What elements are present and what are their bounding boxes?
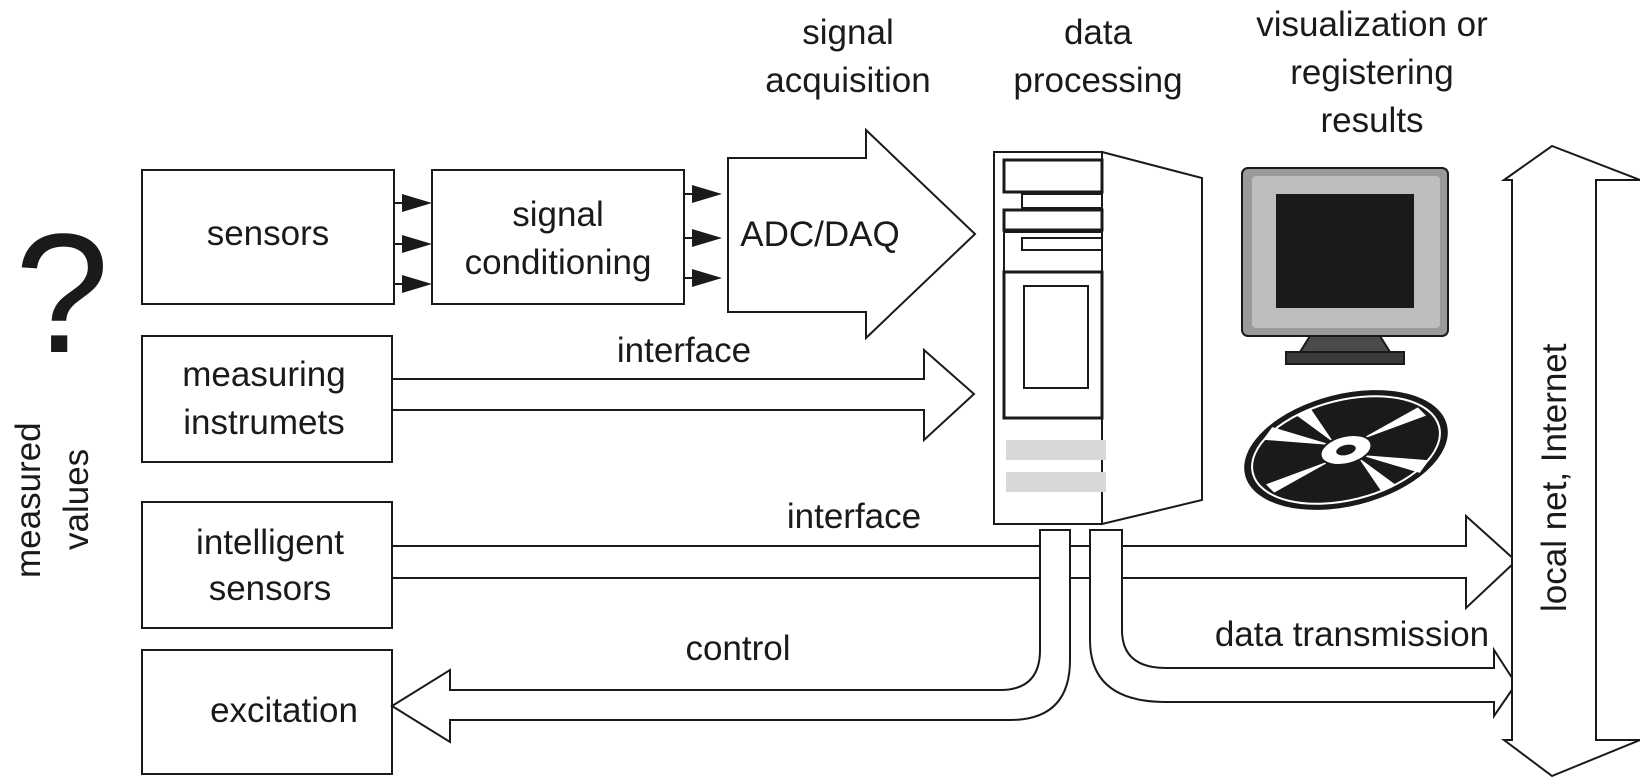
- measuring-instruments-line1: measuring: [182, 355, 345, 394]
- side-label-line1: measured: [9, 422, 48, 578]
- control-label: control: [685, 629, 790, 668]
- side-label-line2: values: [57, 449, 96, 550]
- network-double-arrow: [1500, 144, 1640, 778]
- measuring-instruments-line2: instrumets: [183, 403, 344, 442]
- header-data-processing: data processing: [1013, 13, 1182, 100]
- control-arrow: [390, 529, 1071, 744]
- signal-conditioning-line2: conditioning: [465, 243, 652, 282]
- sensor-to-conditioning-arrows: [394, 194, 432, 293]
- header-signal-line1: signal: [802, 13, 893, 52]
- network-label-group: local net, Internet: [1535, 343, 1574, 612]
- intelligent-sensors-line2: sensors: [209, 569, 332, 608]
- question-mark: ?: [15, 199, 110, 389]
- side-label-measured-values: measured: [9, 422, 48, 578]
- data-transmission-label: data transmission: [1215, 615, 1489, 654]
- interface-arrow-1: [391, 347, 976, 443]
- signal-conditioning-line1: signal: [512, 195, 603, 234]
- sensors-box: [141, 169, 395, 305]
- intelligent-sensors-box: [141, 501, 393, 629]
- arrowhead-1: [402, 194, 432, 212]
- header-data-line2: processing: [1013, 61, 1182, 100]
- excitation-label: excitation: [210, 691, 358, 730]
- tower-computer-icon: [993, 150, 1203, 526]
- header-signal-line2: acquisition: [765, 61, 930, 100]
- side-label-group-2: values: [57, 449, 96, 550]
- interface-arrow-2: [391, 513, 1518, 611]
- excitation-box: [141, 649, 393, 775]
- header-signal-acquisition: signal acquisition: [765, 13, 930, 100]
- header-visualization: visualization or registering results: [1256, 5, 1488, 140]
- interface-label-1: interface: [617, 331, 751, 370]
- signal-conditioning-box: [431, 169, 685, 305]
- arrowhead-4: [692, 185, 722, 203]
- data-transmission-arrow: [1089, 529, 1518, 720]
- adc-daq-label: ADC/DAQ: [740, 215, 899, 254]
- measuring-instruments-box: [141, 335, 393, 463]
- sensors-label: sensors: [207, 214, 330, 253]
- intelligent-sensors-line1: intelligent: [196, 523, 344, 562]
- arrowhead-2: [402, 235, 432, 253]
- header-vis-line3: results: [1320, 101, 1423, 140]
- arrowhead-5: [692, 229, 722, 247]
- adc-daq-arrow: [727, 127, 977, 341]
- header-data-line1: data: [1064, 13, 1133, 52]
- header-vis-line1: visualization or: [1256, 5, 1488, 44]
- arrowhead-3: [402, 275, 432, 293]
- arrowhead-6: [692, 269, 722, 287]
- header-vis-line2: registering: [1290, 53, 1453, 92]
- conditioning-to-adc-arrows: [684, 185, 722, 287]
- interface-label-2: interface: [787, 497, 921, 536]
- network-label: local net, Internet: [1535, 343, 1574, 612]
- optical-disc-icon: [1244, 390, 1448, 510]
- monitor-icon: [1241, 167, 1449, 365]
